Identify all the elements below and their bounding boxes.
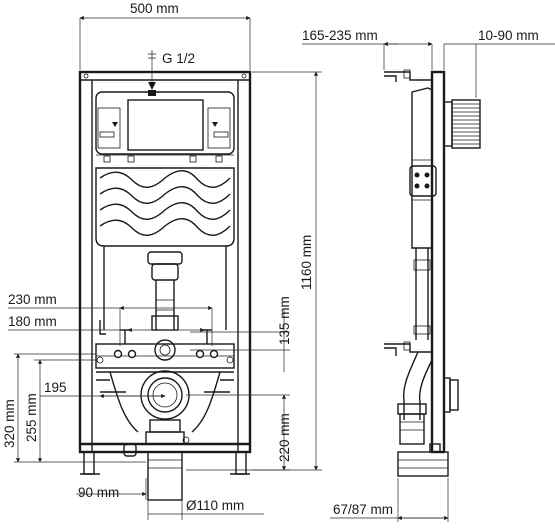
- dim-255: 255 mm: [24, 393, 39, 442]
- dim-500: 500 mm: [130, 1, 179, 16]
- side-valve-box: [409, 165, 437, 197]
- front-view: [78, 50, 252, 501]
- waste-outlet: [147, 451, 183, 501]
- dim-90: 90 mm: [78, 485, 119, 500]
- dim-10-90: 10-90 mm: [478, 28, 539, 43]
- left-foot: [83, 451, 95, 475]
- dim-230: 230 mm: [8, 292, 57, 307]
- dim-320: 320 mm: [2, 399, 17, 448]
- cistern-top: [95, 91, 235, 155]
- dim-195: 195: [44, 380, 67, 395]
- flush-opening: [127, 99, 204, 151]
- dim-67-87: 67/87 mm: [333, 502, 393, 517]
- dim-180: 180 mm: [8, 314, 57, 329]
- rear-inlet-ribbed: [451, 99, 481, 149]
- dim-inlet: G 1/2: [162, 51, 195, 66]
- flush-pipe-connector: [154, 339, 176, 361]
- dim-1160: 1160 mm: [299, 235, 314, 290]
- dim-165-235: 165-235 mm: [302, 28, 378, 43]
- side-view: [384, 69, 481, 477]
- dim-110: Ø110 mm: [186, 498, 244, 513]
- right-foot: [235, 451, 247, 475]
- side-waste-bend: [403, 351, 433, 420]
- dim-220: 220 mm: [277, 413, 292, 462]
- side-cistern: [411, 87, 433, 249]
- cistern-body: [95, 167, 235, 247]
- side-base: [397, 451, 449, 477]
- side-post: [430, 70, 446, 454]
- dim-135: 135 mm: [277, 296, 292, 345]
